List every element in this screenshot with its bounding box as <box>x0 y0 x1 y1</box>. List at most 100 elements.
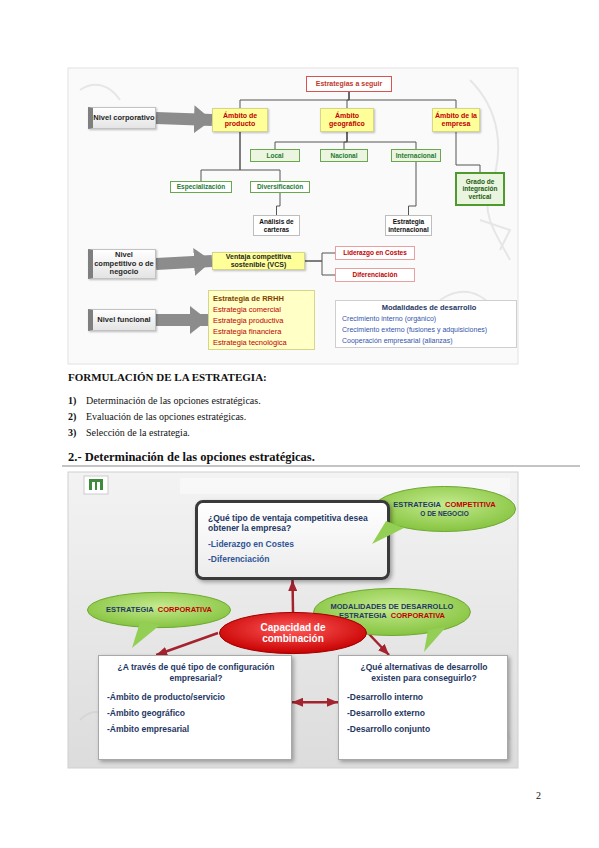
text-wrap: Ventaja competitiva sostenible (VCS) <box>213 253 304 269</box>
node-text: -Desarrollo externo <box>347 705 501 721</box>
level-box: Nivel competitivo o de negocio <box>88 249 156 279</box>
connector <box>156 633 218 655</box>
page-text: 1) <box>68 395 76 406</box>
callout-tail <box>132 622 160 648</box>
node-text: Estrategia internacional <box>386 218 431 233</box>
node-text: Liderazgo en Costes <box>336 249 414 256</box>
advantage-box: Ventaja competitiva sostenible (VCS) <box>212 252 305 270</box>
node-text: Grado de integración vertical <box>457 178 503 200</box>
connector <box>275 132 347 149</box>
scope-box: Ámbito de producto <box>212 108 268 132</box>
text-wrap: Nivel funcional <box>93 316 155 325</box>
text-wrap: Capacidad de combinación <box>232 622 354 645</box>
node-text: Crecimiento externo (fusiones y adquisic… <box>342 324 516 335</box>
development-box: Modalidades de desarrolloCrecimiento int… <box>335 300 517 348</box>
functional-box: Estrategia de RRHHEstrategia comercialEs… <box>208 290 315 350</box>
title-box: Estrategias a seguir <box>306 76 392 92</box>
connector <box>305 261 335 275</box>
combination-ellipse: Capacidad de combinación <box>218 612 368 654</box>
node-text: Diferenciación <box>336 271 414 278</box>
text-wrap: Especialización <box>171 183 231 190</box>
node-text: Modalidades de desarrollo <box>342 302 516 313</box>
text-wrap: Nacional <box>321 152 367 159</box>
page-text: Determinación de las opciones estratégic… <box>86 395 261 406</box>
level-box: Nivel funcional <box>88 309 156 331</box>
node-text: Ámbito geográfico <box>321 112 373 128</box>
geo-box: Local <box>250 149 300 162</box>
node-text: -Liderazgo en Costes <box>208 537 372 552</box>
callout-tail <box>372 521 404 544</box>
connector <box>201 132 240 181</box>
connector <box>344 132 347 149</box>
node-text: -Desarrollo conjunto <box>347 721 501 737</box>
node-text: Internacional <box>392 152 440 159</box>
text-wrap: Análisis de carteras <box>254 218 299 233</box>
text-wrap: Estrategia internacional <box>386 218 431 233</box>
geo-box: Nacional <box>320 149 368 162</box>
node-text: Nivel corporativo <box>93 114 155 123</box>
text-wrap: Estrategia de RRHHEstrategia comercialEs… <box>213 293 314 348</box>
heading-rule <box>62 465 580 466</box>
node-text: O DE NEGOCIO <box>382 510 507 517</box>
node-text: -Ámbito empresarial <box>107 721 285 737</box>
node-text: -Ámbito geográfico <box>107 705 285 721</box>
callout-tail <box>424 627 446 652</box>
connector <box>347 92 349 108</box>
text-wrap: Diferenciación <box>336 271 414 278</box>
node-text: ESTRATEGIA <box>393 501 441 510</box>
result-box: Estrategia internacional <box>385 215 432 236</box>
text-wrap: ¿Qué alternativas de desarrollo existen … <box>347 662 501 737</box>
strategy-box: Liderazgo en Costes <box>335 246 415 260</box>
connector <box>292 701 338 704</box>
node-text: Estrategia comercial <box>213 304 314 315</box>
question-box: ¿Qué alternativas de desarrollo existen … <box>338 655 508 760</box>
page-text: 2) <box>68 411 76 422</box>
node-text: Estrategias a seguir <box>307 80 391 88</box>
scope-box: Ámbito geográfico <box>320 108 374 132</box>
connector <box>156 118 212 120</box>
text-wrap: Ámbito de la empresa <box>433 112 479 128</box>
text-wrap: Grado de integración vertical <box>457 178 503 200</box>
node-text: Ámbito de producto <box>213 112 267 128</box>
text-wrap: ¿Qué tipo de ventaja competitiva desea o… <box>208 513 372 567</box>
connector <box>347 132 416 149</box>
node-text: ¿Qué alternativas de desarrollo existen … <box>347 662 501 683</box>
option-box: Especialización <box>170 181 232 193</box>
node-text: Cooperación empresarial (alianzas) <box>342 335 516 346</box>
node-text: -Diferenciación <box>208 552 372 567</box>
node-text: Ámbito de la empresa <box>433 112 479 128</box>
figure-panel <box>68 68 518 364</box>
connector <box>291 580 294 612</box>
text-wrap: Nivel competitivo o de negocio <box>93 251 155 277</box>
logo <box>84 476 108 494</box>
page-text: 2.- Determinación de las opciones estrat… <box>68 450 315 465</box>
result-box: Análisis de carteras <box>253 215 300 236</box>
text-wrap: ¿A través de qué tipo de configuración e… <box>107 662 285 737</box>
node-text: Local <box>251 152 299 159</box>
text-wrap: Ámbito geográfico <box>321 112 373 128</box>
node-text: MODALIDADES DE DESARROLLO <box>322 603 462 612</box>
text-wrap: Estrategias a seguir <box>307 80 391 88</box>
connector <box>305 253 335 261</box>
connector <box>409 162 417 215</box>
option-box: Grado de integración vertical <box>455 172 505 206</box>
callout-bubble: ESTRATEGIACORPORATIVA <box>86 592 232 628</box>
figure-panel <box>68 472 518 768</box>
text-wrap: ESTRATEGIACORPORATIVA <box>96 606 222 615</box>
node-text: Especialización <box>171 183 231 190</box>
node-text: CORPORATIVA <box>391 612 445 621</box>
speech-bubble <box>372 486 517 532</box>
node-text: ¿A través de qué tipo de configuración e… <box>107 662 285 683</box>
connector <box>156 314 208 326</box>
node-text: Ventaja competitiva sostenible (VCS) <box>213 253 304 269</box>
connector <box>156 261 212 264</box>
node-text: -Ámbito de producto/servicio <box>107 689 285 705</box>
text-wrap: Diversificación <box>251 183 309 190</box>
text-wrap: ESTRATEGIACOMPETITIVAO DE NEGOCIO <box>382 501 507 517</box>
text-wrap: Nivel corporativo <box>93 114 155 123</box>
connector <box>277 193 281 215</box>
node-text: Estrategia productiva <box>213 315 314 326</box>
node-text: -Desarrollo interno <box>347 689 501 705</box>
